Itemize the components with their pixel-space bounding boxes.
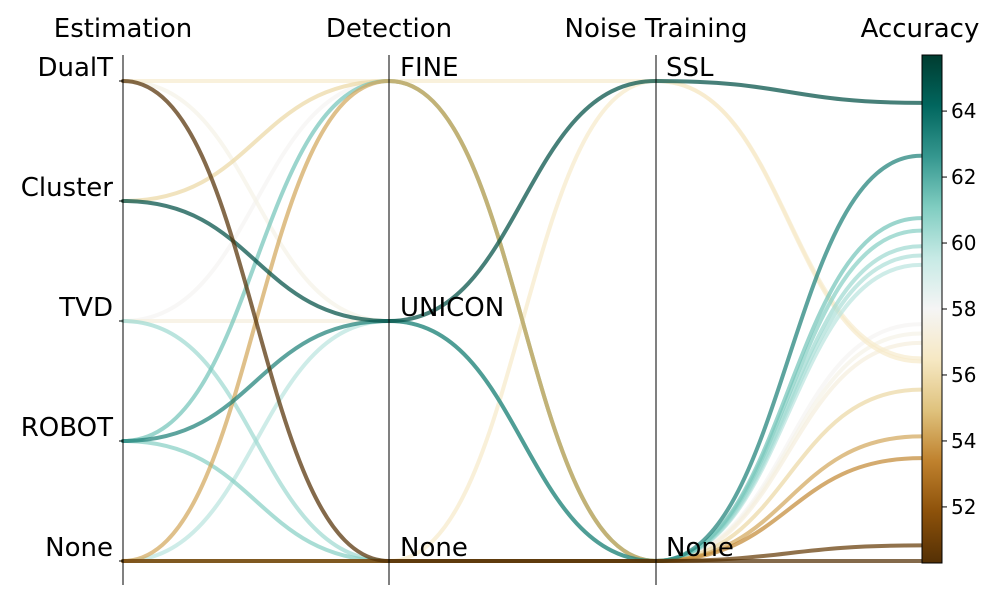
colorbar-ticks: 52 54 56 58 60 62 64 [942, 99, 976, 519]
axis-titles: Estimation Detection Noise Training Accu… [54, 14, 980, 44]
data-line-2 [121, 79, 923, 564]
colorbar-gradient-rect [921, 54, 943, 564]
colorbar-tick-label: 64 [951, 99, 976, 123]
axis-title-accuracy: Accuracy [861, 14, 980, 44]
colorbar-tick-label: 56 [951, 363, 976, 387]
colorbar-tick-label: 54 [951, 429, 976, 453]
colorbar-tick-label: 62 [951, 165, 976, 189]
detection-label-fine: FINE [400, 53, 459, 83]
category-labels: None ROBOT TVD Cluster DualT None UNICON FINE No… [21, 53, 734, 563]
detection-label-unicon: UNICON [400, 293, 504, 323]
colorbar-tick-label: 52 [951, 495, 976, 519]
axes [119, 55, 657, 585]
data-line-14 [121, 262, 923, 564]
estimation-label-dualt: DualT [37, 53, 113, 83]
noise-training-label-ssl: SSL [666, 53, 714, 83]
axis-title-noise-training: Noise Training [565, 14, 748, 44]
colorbar-tick-label: 58 [951, 297, 976, 321]
data-line-12 [121, 543, 923, 564]
noise-training-label-none: None [666, 533, 734, 563]
estimation-label-cluster: Cluster [21, 173, 114, 203]
data-line-16 [121, 456, 923, 564]
data-line-5 [121, 78, 923, 324]
axis-title-detection: Detection [326, 14, 452, 44]
estimation-label-robot: ROBOT [21, 413, 113, 443]
estimation-label-none: None [45, 533, 113, 563]
colorbar-tick-label: 60 [951, 231, 976, 255]
estimation-label-tvd: TVD [58, 293, 113, 323]
data-line-13 [121, 78, 923, 564]
colorbar: 52 54 56 58 60 62 64 [921, 54, 976, 564]
detection-label-none: None [400, 533, 468, 563]
axis-title-estimation: Estimation [54, 14, 192, 44]
data-lines [121, 78, 923, 564]
